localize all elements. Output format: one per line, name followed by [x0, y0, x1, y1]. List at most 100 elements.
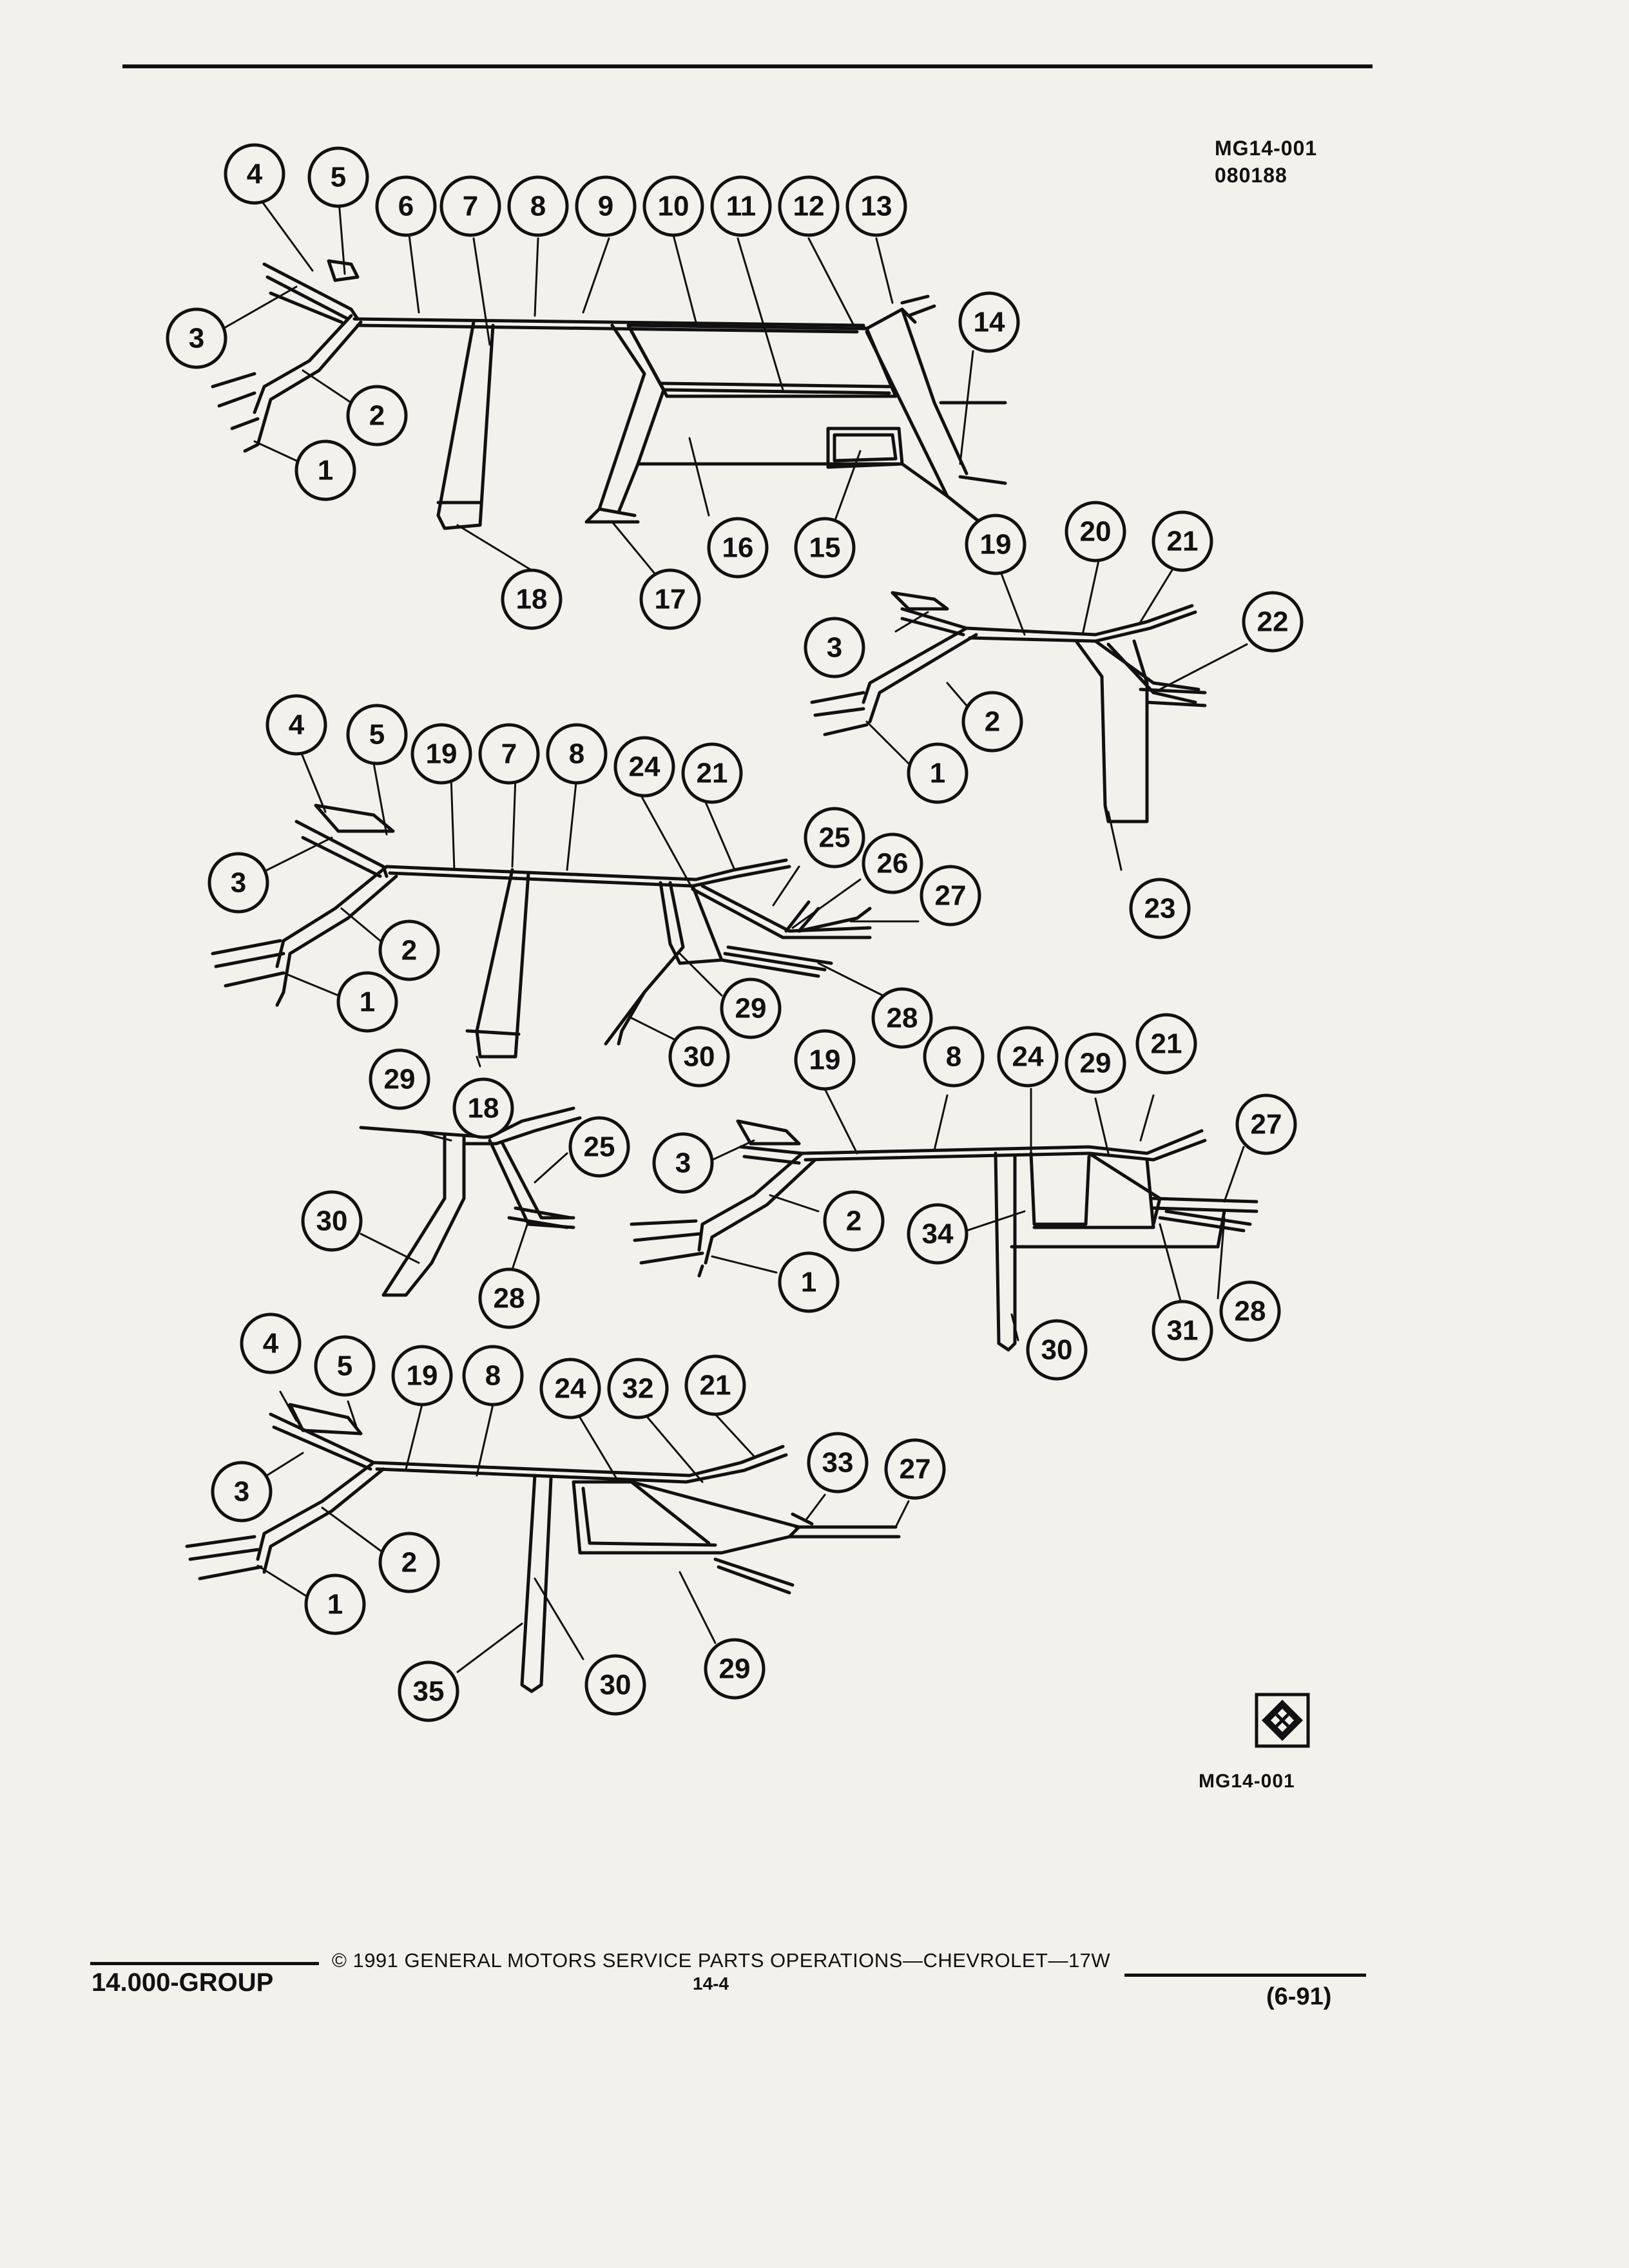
callout-view3-3: 3 [207, 852, 269, 914]
callout-view1-18: 18 [501, 568, 563, 630]
footer-revision: (6-91) [1266, 1983, 1332, 2010]
callout-number: 31 [1167, 1315, 1199, 1347]
callout-view3-1: 1 [336, 971, 398, 1033]
callout-view2-2: 2 [961, 691, 1023, 753]
callout-number: 8 [485, 1360, 501, 1392]
callout-number: 4 [247, 159, 263, 190]
callout-view6-5: 5 [314, 1335, 376, 1397]
callout-number: 29 [384, 1064, 416, 1095]
callout-number: 21 [697, 758, 728, 789]
callout-number: 18 [516, 584, 548, 615]
callout-number: 28 [1235, 1296, 1266, 1327]
figure-code: MG14-001 [1215, 137, 1318, 160]
callout-number: 24 [555, 1373, 586, 1405]
callout-view2-20: 20 [1065, 501, 1126, 562]
callout-number: 27 [1251, 1109, 1282, 1140]
callout-number: 24 [1012, 1041, 1044, 1073]
callout-view1-13: 13 [845, 175, 907, 237]
callout-number: 24 [629, 751, 660, 783]
callout-view3-29: 29 [720, 977, 782, 1039]
callout-number: 26 [877, 848, 909, 879]
callout-number: 2 [846, 1206, 862, 1237]
view4-body-trim [359, 1106, 582, 1297]
callout-view6-24: 24 [539, 1358, 601, 1419]
callout-view6-33: 33 [807, 1432, 869, 1494]
callout-view6-19: 19 [391, 1345, 453, 1407]
callout-number: 25 [584, 1131, 615, 1163]
gm-spo-logo-icon [1255, 1693, 1310, 1748]
callout-number: 8 [946, 1041, 961, 1073]
callout-number: 2 [401, 1547, 417, 1579]
callout-number: 19 [407, 1360, 438, 1392]
view2-body-trim [810, 591, 1207, 823]
callout-number: 17 [655, 584, 686, 615]
footer-group: 14.000-GROUP [92, 1968, 274, 1997]
callout-view1-15: 15 [794, 517, 856, 579]
callout-number: 10 [658, 191, 689, 222]
callout-view6-21: 21 [684, 1354, 746, 1416]
top-rule [122, 64, 1373, 68]
callout-number: 28 [887, 1003, 918, 1034]
callout-view6-1: 1 [304, 1573, 366, 1635]
callout-view5-29: 29 [1065, 1032, 1126, 1094]
callout-number: 34 [922, 1218, 954, 1250]
callout-view4-25: 25 [568, 1116, 630, 1178]
callout-number: 11 [726, 191, 757, 222]
callout-view1-8: 8 [507, 175, 569, 237]
callout-view6-32: 32 [607, 1358, 669, 1419]
callout-number: 23 [1144, 893, 1176, 925]
callout-number: 19 [809, 1044, 841, 1076]
callout-number: 1 [801, 1267, 816, 1298]
callout-view1-10: 10 [642, 175, 704, 237]
callout-number: 3 [675, 1148, 691, 1179]
callout-view4-29: 29 [369, 1048, 430, 1110]
callout-view1-9: 9 [575, 175, 637, 237]
callout-number: 13 [861, 191, 892, 222]
view1-body-trim [211, 259, 1007, 530]
callout-view2-19: 19 [965, 514, 1027, 575]
callout-number: 28 [494, 1283, 525, 1314]
callout-number: 2 [369, 400, 385, 432]
callout-number: 29 [1080, 1048, 1112, 1079]
callout-number: 21 [1151, 1028, 1182, 1060]
callout-view5-30: 30 [1026, 1319, 1088, 1381]
callout-view6-4: 4 [240, 1312, 302, 1374]
callout-view3-30: 30 [668, 1026, 730, 1088]
footer-rule-right [1124, 1974, 1366, 1977]
callout-number: 2 [985, 706, 1000, 738]
callout-view5-8: 8 [923, 1026, 985, 1088]
callout-view4-30: 30 [301, 1190, 363, 1252]
callout-view1-12: 12 [778, 175, 840, 237]
callout-number: 12 [793, 191, 825, 222]
callout-view6-35: 35 [398, 1660, 459, 1722]
callout-number: 6 [398, 191, 414, 222]
callout-number: 21 [1167, 526, 1199, 557]
callout-view2-23: 23 [1129, 878, 1191, 939]
callout-number: 25 [819, 822, 851, 854]
callout-number: 3 [234, 1476, 249, 1508]
callout-view5-27: 27 [1235, 1093, 1297, 1155]
callout-view2-1: 1 [907, 742, 969, 804]
callout-view3-19: 19 [410, 723, 472, 785]
callout-view6-29: 29 [704, 1638, 766, 1700]
callout-number: 29 [735, 993, 767, 1024]
callout-number: 35 [413, 1676, 445, 1707]
callout-number: 8 [530, 191, 546, 222]
footer-page-number: 14-4 [693, 1974, 729, 1994]
callout-number: 22 [1257, 606, 1289, 638]
callout-view3-7: 7 [478, 723, 540, 785]
callout-view3-28: 28 [871, 987, 933, 1049]
callout-number: 29 [719, 1653, 751, 1685]
callout-number: 3 [231, 867, 246, 899]
footer-rule-left [90, 1962, 319, 1965]
callout-view6-27: 27 [884, 1438, 946, 1500]
callout-number: 1 [327, 1589, 343, 1620]
callout-number: 16 [722, 532, 754, 564]
callout-number: 4 [263, 1328, 279, 1360]
callout-number: 19 [980, 529, 1012, 561]
callout-number: 33 [822, 1447, 854, 1479]
callout-number: 3 [827, 632, 842, 664]
callout-view6-8: 8 [462, 1345, 524, 1407]
callout-view5-2: 2 [823, 1190, 885, 1252]
